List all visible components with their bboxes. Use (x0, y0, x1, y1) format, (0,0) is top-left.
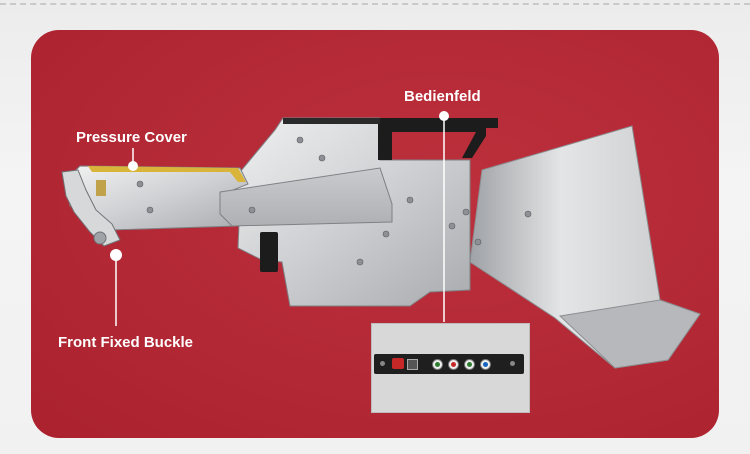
side-clip (260, 232, 278, 272)
top-dashed-divider (0, 3, 750, 5)
control-panel-inset (371, 323, 530, 413)
leader-dot-pressure-cover (128, 161, 138, 171)
leader-dot-front-fixed-buckle (110, 249, 122, 261)
panel-button-3 (464, 359, 475, 370)
panel-button-1 (432, 359, 443, 370)
feeder-handle (378, 118, 498, 160)
center-cover-plate (219, 167, 393, 227)
leader-dot-bedienfeld (439, 111, 449, 121)
control-panel-strip (374, 354, 524, 374)
label-bedienfeld: Bedienfeld (404, 88, 481, 105)
screw-icon (510, 361, 515, 366)
label-pressure-cover: Pressure Cover (76, 129, 187, 146)
panel-button-4 (480, 359, 491, 370)
label-front-fixed-buckle: Front Fixed Buckle (58, 334, 194, 351)
panel-button-2 (448, 359, 459, 370)
display-icon (407, 359, 418, 370)
front-fixed-buckle-part (61, 169, 121, 247)
red-indicator-icon (392, 358, 404, 369)
screw-icon (380, 361, 385, 366)
